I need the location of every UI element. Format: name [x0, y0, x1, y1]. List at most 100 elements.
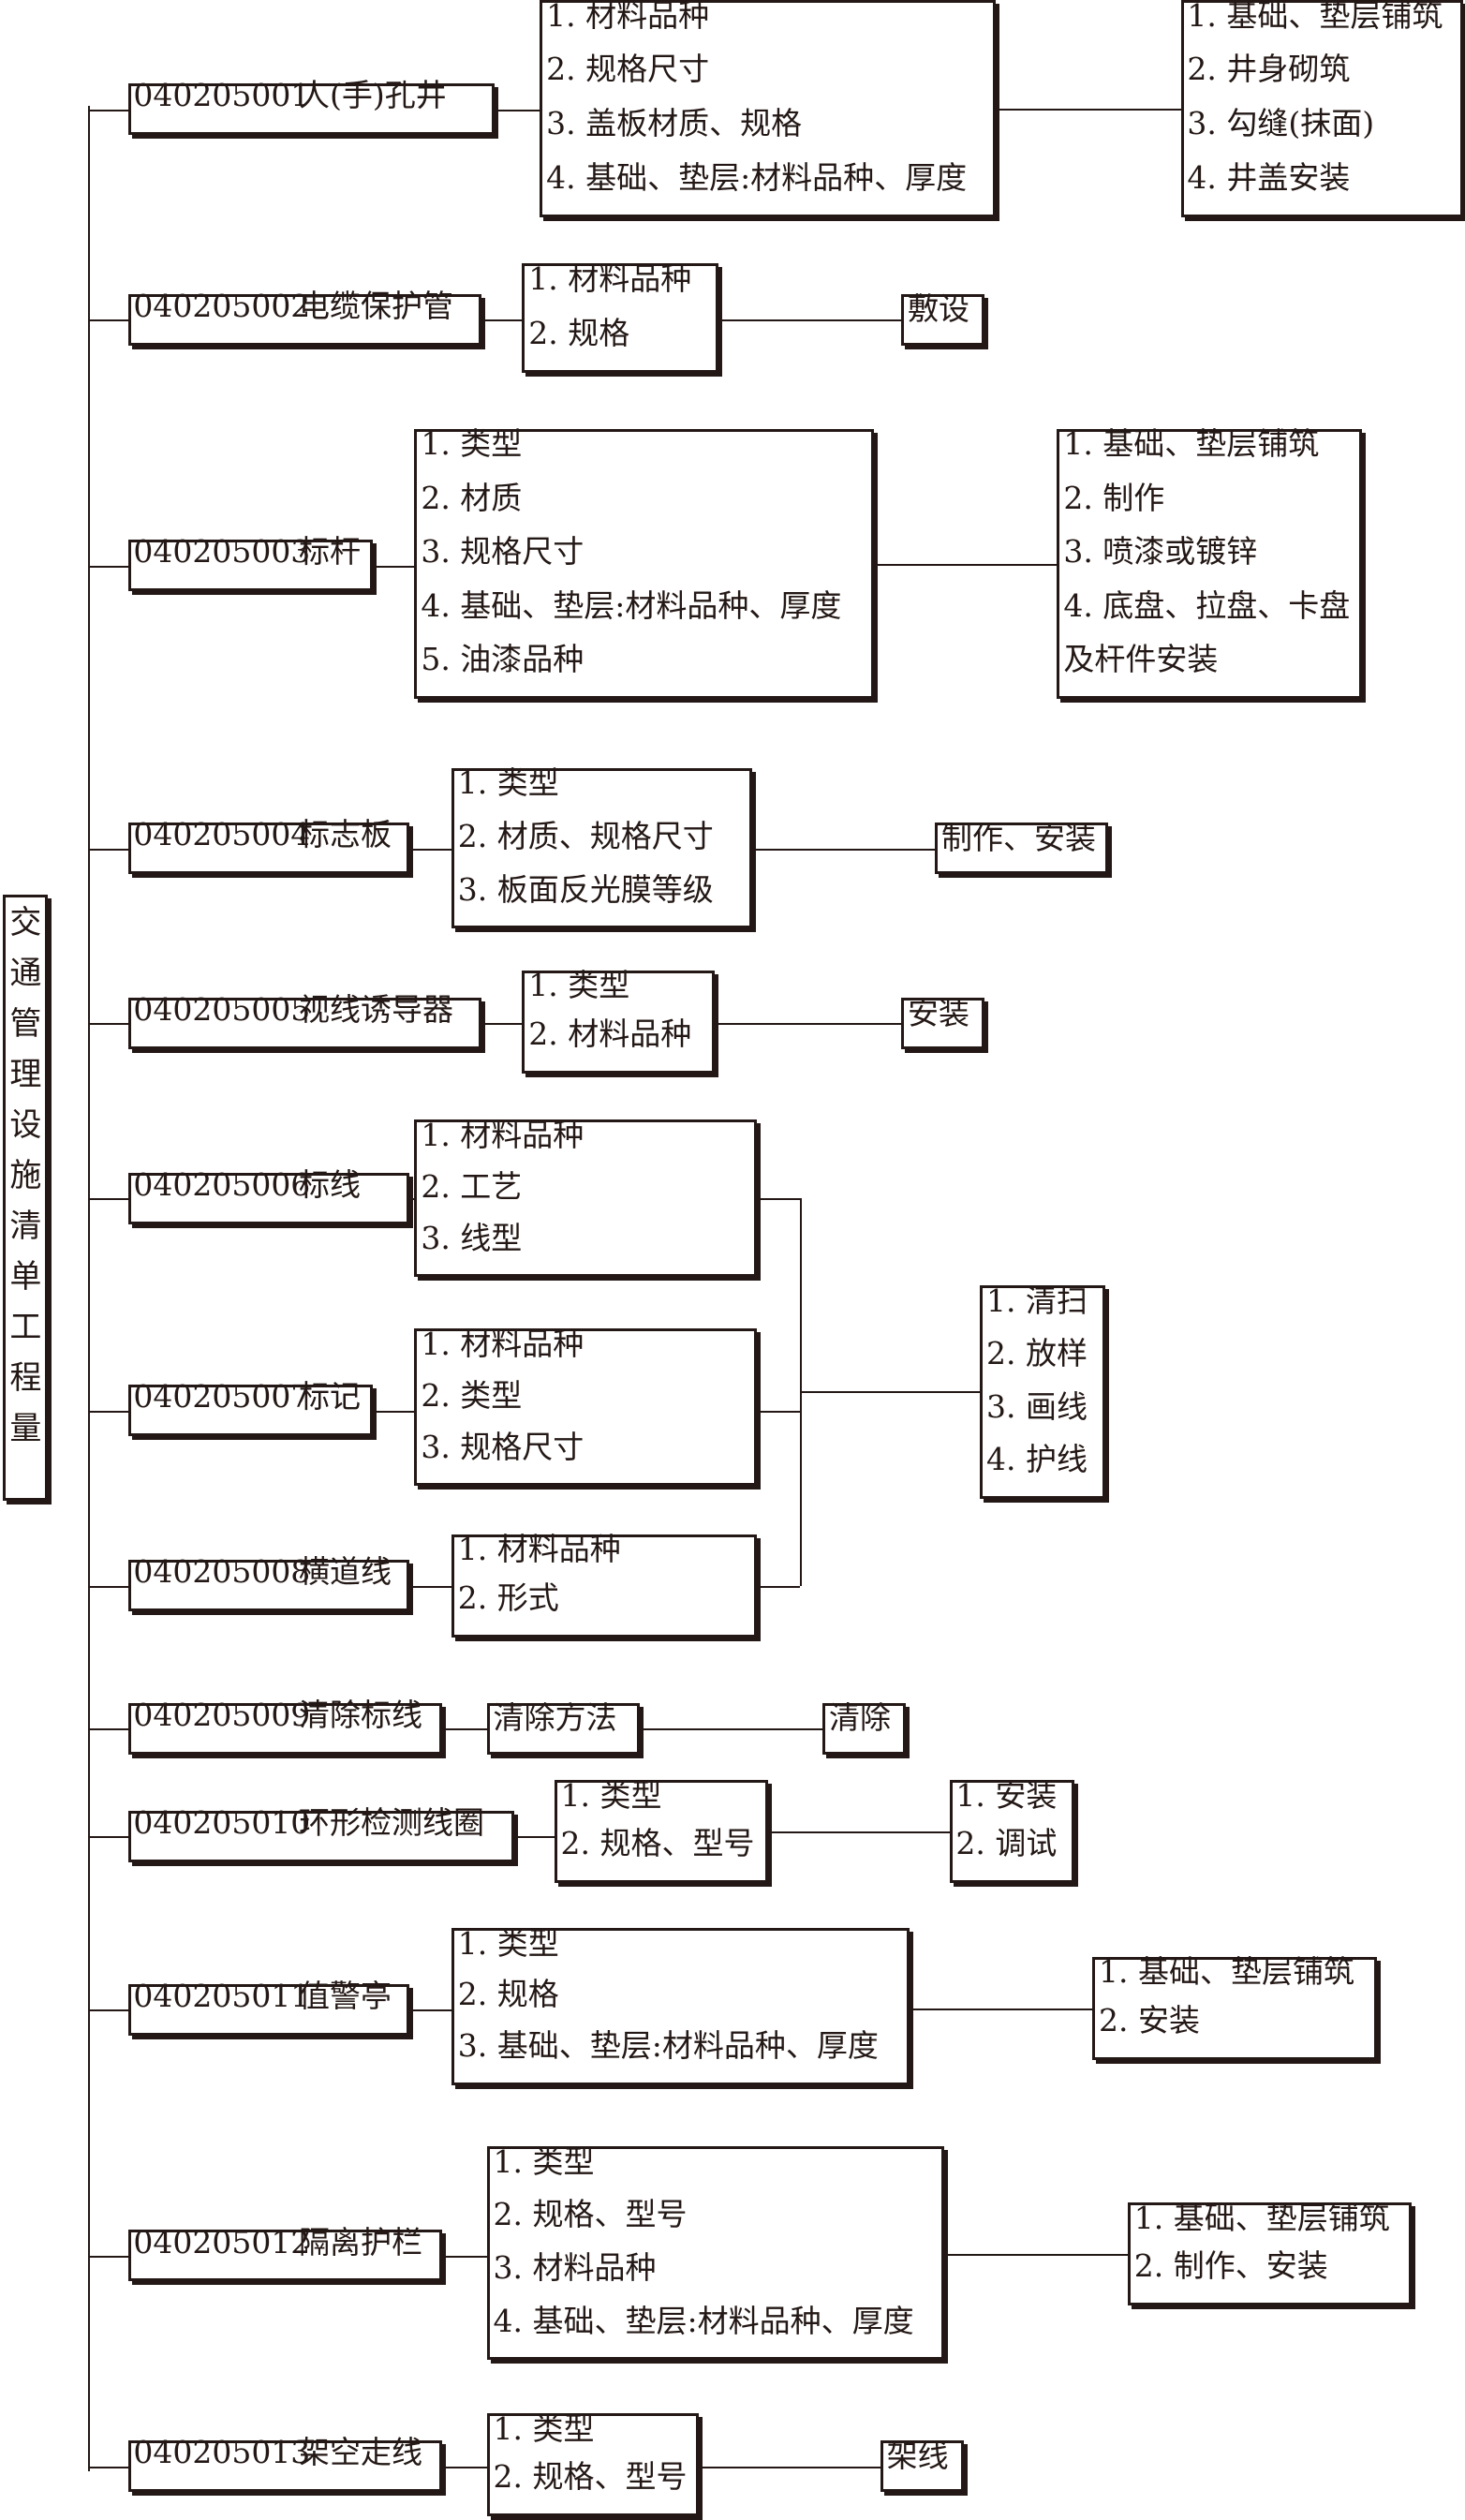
feature-box-line: 2. 规格 [528, 315, 630, 352]
feature-box-line: 4. 基础、垫层:材料品种、厚度 [421, 586, 842, 624]
feature-to-work-line [944, 2254, 1128, 2257]
item-to-feature-line [409, 1198, 415, 1201]
feature-to-work-line [718, 319, 902, 322]
feature-to-work-line [996, 108, 1181, 111]
work-box-line: 2. 制作、安装 [1133, 2247, 1328, 2285]
feature-box-line: 4. 基础、垫层:材料品种、厚度 [546, 158, 968, 196]
trunk-to-item-line [88, 319, 129, 322]
item-name: 值警亭 [298, 1978, 392, 2015]
item-name: 环形检测线圈 [298, 1803, 484, 1841]
work-box [1092, 1956, 1377, 2060]
item-code: 040205011 [133, 1978, 311, 2015]
feature-box-line: 2. 规格尺寸 [546, 51, 710, 88]
feature-box-line: 3. 盖板材质、规格 [546, 105, 803, 142]
feature-box-line: 1. 类型 [457, 764, 559, 802]
feature-box [486, 2146, 945, 2361]
root-title-char: 交 [9, 904, 42, 942]
item-to-feature-line [481, 319, 523, 322]
work-box-line: 3. 勾缝(抹面) [1187, 105, 1375, 142]
root-title-char: 程 [9, 1359, 42, 1398]
item-to-feature-line [372, 565, 415, 568]
root-title-char: 清 [9, 1208, 42, 1246]
item-box [128, 83, 496, 136]
trunk-to-item-line [88, 565, 129, 568]
work-box-line: 1. 基础、垫层铺筑 [1099, 1953, 1355, 1991]
work-box [935, 823, 1109, 874]
work-box-line: 及杆件安装 [1063, 641, 1219, 678]
feature-box [486, 2412, 700, 2516]
root-title-char: 理 [9, 1056, 42, 1094]
item-code: 040205008 [133, 1553, 311, 1591]
feature-box-line: 2. 材料品种 [528, 1015, 692, 1052]
item-box [128, 2230, 442, 2282]
feature-box [451, 1534, 757, 1638]
feature-box-line: 1. 类型 [528, 967, 630, 1004]
item-box [128, 293, 482, 346]
feature-to-work-line [751, 848, 936, 851]
feature-to-work-line [699, 2466, 880, 2468]
feature-to-work-line [639, 1728, 823, 1731]
feature-box-line: 3. 材料品种 [493, 2249, 657, 2286]
item-name: 视线诱导器 [298, 991, 453, 1029]
feature-box-line: 1. 材料品种 [546, 0, 710, 34]
work-box-line: 制作、安装 [940, 819, 1096, 856]
trunk-to-item-line [88, 1728, 129, 1731]
item-code: 040205012 [133, 2223, 311, 2261]
item-box [128, 1172, 410, 1224]
item-code: 040205003 [133, 533, 311, 571]
item-name: 清除标线 [298, 1697, 422, 1734]
feature-box [522, 970, 716, 1074]
item-name: 标记 [298, 1378, 361, 1416]
feature-box-line: 清除方法 [493, 1699, 617, 1737]
feature-box-line: 2. 规格、型号 [560, 1825, 755, 1862]
work-box-line: 1. 基础、垫层铺筑 [1133, 2199, 1390, 2236]
work-box-line: 清除 [828, 1699, 891, 1737]
trunk-to-item-line [88, 1585, 129, 1588]
item-name: 标志板 [298, 816, 392, 853]
feature-box-line: 2. 工艺 [421, 1167, 523, 1205]
work-box [901, 998, 985, 1049]
work-box-line: 2. 井身砌筑 [1187, 51, 1351, 88]
item-code: 040205001 [133, 77, 311, 114]
feature-box-line: 1. 类型 [493, 2409, 595, 2447]
work-box [880, 2440, 964, 2492]
work-box-line: 架线 [886, 2437, 949, 2474]
feature-box [414, 1119, 757, 1278]
feature-to-work-line [873, 563, 1058, 566]
work-box-line: 1. 基础、垫层铺筑 [1187, 0, 1443, 34]
feature-box [451, 767, 752, 929]
feature-box-line: 5. 油漆品种 [421, 641, 585, 678]
root-title-char: 量 [9, 1410, 42, 1448]
feature-box-line: 1. 类型 [457, 1924, 559, 1962]
feature-box [486, 1702, 640, 1755]
feature-box-line: 2. 材质、规格尺寸 [457, 817, 714, 854]
feature-box [414, 428, 874, 699]
work-box-line: 4. 井盖安装 [1187, 158, 1351, 196]
item-box [128, 1560, 410, 1612]
trunk-to-item-line [88, 848, 129, 851]
item-to-feature-line [441, 2466, 487, 2468]
item-name: 横道线 [298, 1553, 392, 1591]
feature-box-line: 3. 线型 [421, 1219, 523, 1256]
trunk-line [88, 106, 91, 2471]
shared-work-box-line: 1. 清扫 [986, 1282, 1088, 1319]
trunk-to-item-line [88, 2255, 129, 2258]
feature-box [522, 263, 718, 373]
work-box [1057, 428, 1363, 699]
work-box-line: 2. 安装 [1099, 2001, 1201, 2038]
feature-box-line: 1. 材料品种 [421, 1325, 585, 1362]
item-name: 隔离护栏 [298, 2223, 422, 2261]
feature-box-line: 1. 材料品种 [457, 1531, 621, 1568]
item-to-feature-line [409, 848, 451, 851]
work-box-line: 4. 底盘、拉盘、卡盘 [1063, 586, 1351, 624]
feature-box-line: 2. 形式 [457, 1579, 559, 1616]
trunk-to-item-line [88, 109, 129, 111]
trunk-to-item-line [88, 1023, 129, 1026]
shared-branch-line [756, 1585, 801, 1588]
item-to-feature-line [441, 2255, 487, 2258]
feature-box-line: 2. 规格、型号 [493, 2457, 688, 2495]
item-box [128, 1810, 514, 1862]
root-title-char: 通 [9, 955, 42, 993]
item-to-feature-line [409, 1585, 451, 1588]
